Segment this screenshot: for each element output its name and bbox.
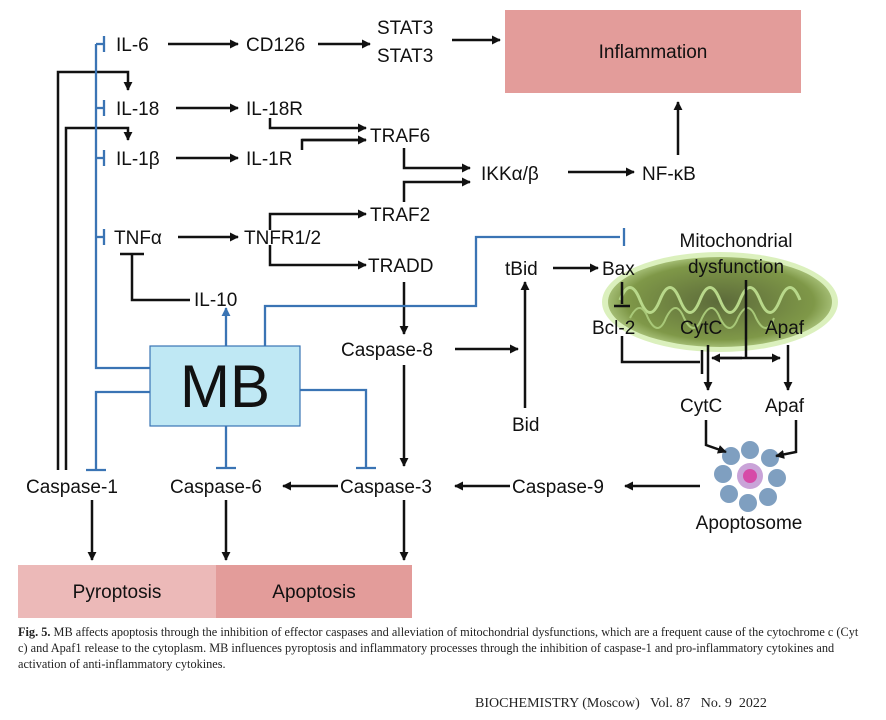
mb-box	[149, 345, 301, 427]
node-caspase1: Caspase-1	[26, 477, 118, 498]
mitochondrion-image	[602, 252, 838, 352]
node-pyroptosis: Pyroptosis	[73, 582, 162, 603]
node-caspase9: Caspase-9	[512, 477, 604, 498]
node-tnfa: TNFα	[114, 228, 162, 249]
node-stat3-b: STAT3	[377, 46, 433, 67]
node-mito-1: Mitochondrial	[680, 231, 793, 252]
node-tbid: tBid	[505, 259, 538, 280]
node-mito-2: dysfunction	[688, 257, 784, 278]
node-bid: Bid	[512, 415, 539, 436]
apoptosome-image	[714, 441, 786, 512]
node-apoptosis: Apoptosis	[272, 582, 355, 603]
node-il10: IL-10	[194, 290, 237, 311]
node-bax: Bax	[602, 259, 635, 280]
node-apaf-outer: Apaf	[765, 396, 805, 417]
pyroptosis-box	[18, 565, 216, 618]
node-tradd: TRADD	[368, 256, 433, 277]
node-bcl2: Bcl-2	[592, 318, 635, 339]
caption-text: MB affects apoptosis through the inhibit…	[18, 625, 859, 671]
node-tnfr: TNFR1/2	[244, 228, 321, 249]
node-inflammation: Inflammation	[599, 42, 708, 63]
node-mb: MB	[180, 353, 270, 420]
apoptosis-box	[216, 565, 412, 618]
node-il1r: IL-1R	[246, 149, 292, 170]
node-stat3-a: STAT3	[377, 18, 433, 39]
node-nfkb: NF-κB	[642, 164, 696, 185]
node-il1b: IL-1β	[116, 149, 160, 170]
node-cd126: CD126	[246, 35, 305, 56]
mb-connections	[86, 36, 626, 472]
black-connections	[56, 35, 798, 561]
inflammation-box	[505, 10, 801, 93]
node-il18r: IL-18R	[246, 99, 303, 120]
node-ikk: IKKα/β	[481, 164, 539, 185]
node-traf6: TRAF6	[370, 126, 430, 147]
node-apaf-inner: Apaf	[765, 318, 805, 339]
caption-label: Fig. 5.	[18, 625, 51, 639]
node-cytc-outer: CytC	[680, 396, 722, 417]
node-il6: IL-6	[116, 35, 149, 56]
node-il18: IL-18	[116, 99, 159, 120]
figure-caption: Fig. 5. MB affects apoptosis through the…	[18, 624, 868, 672]
node-caspase3: Caspase-3	[340, 477, 432, 498]
node-apoptosome: Apoptosome	[696, 513, 803, 534]
node-caspase6: Caspase-6	[170, 477, 262, 498]
node-traf2: TRAF2	[370, 205, 430, 226]
journal-footer: BIOCHEMISTRY (Moscow) Vol. 87 No. 9 2022	[475, 696, 767, 711]
node-cytc-inner: CytC	[680, 318, 722, 339]
node-caspase8: Caspase-8	[341, 340, 433, 361]
